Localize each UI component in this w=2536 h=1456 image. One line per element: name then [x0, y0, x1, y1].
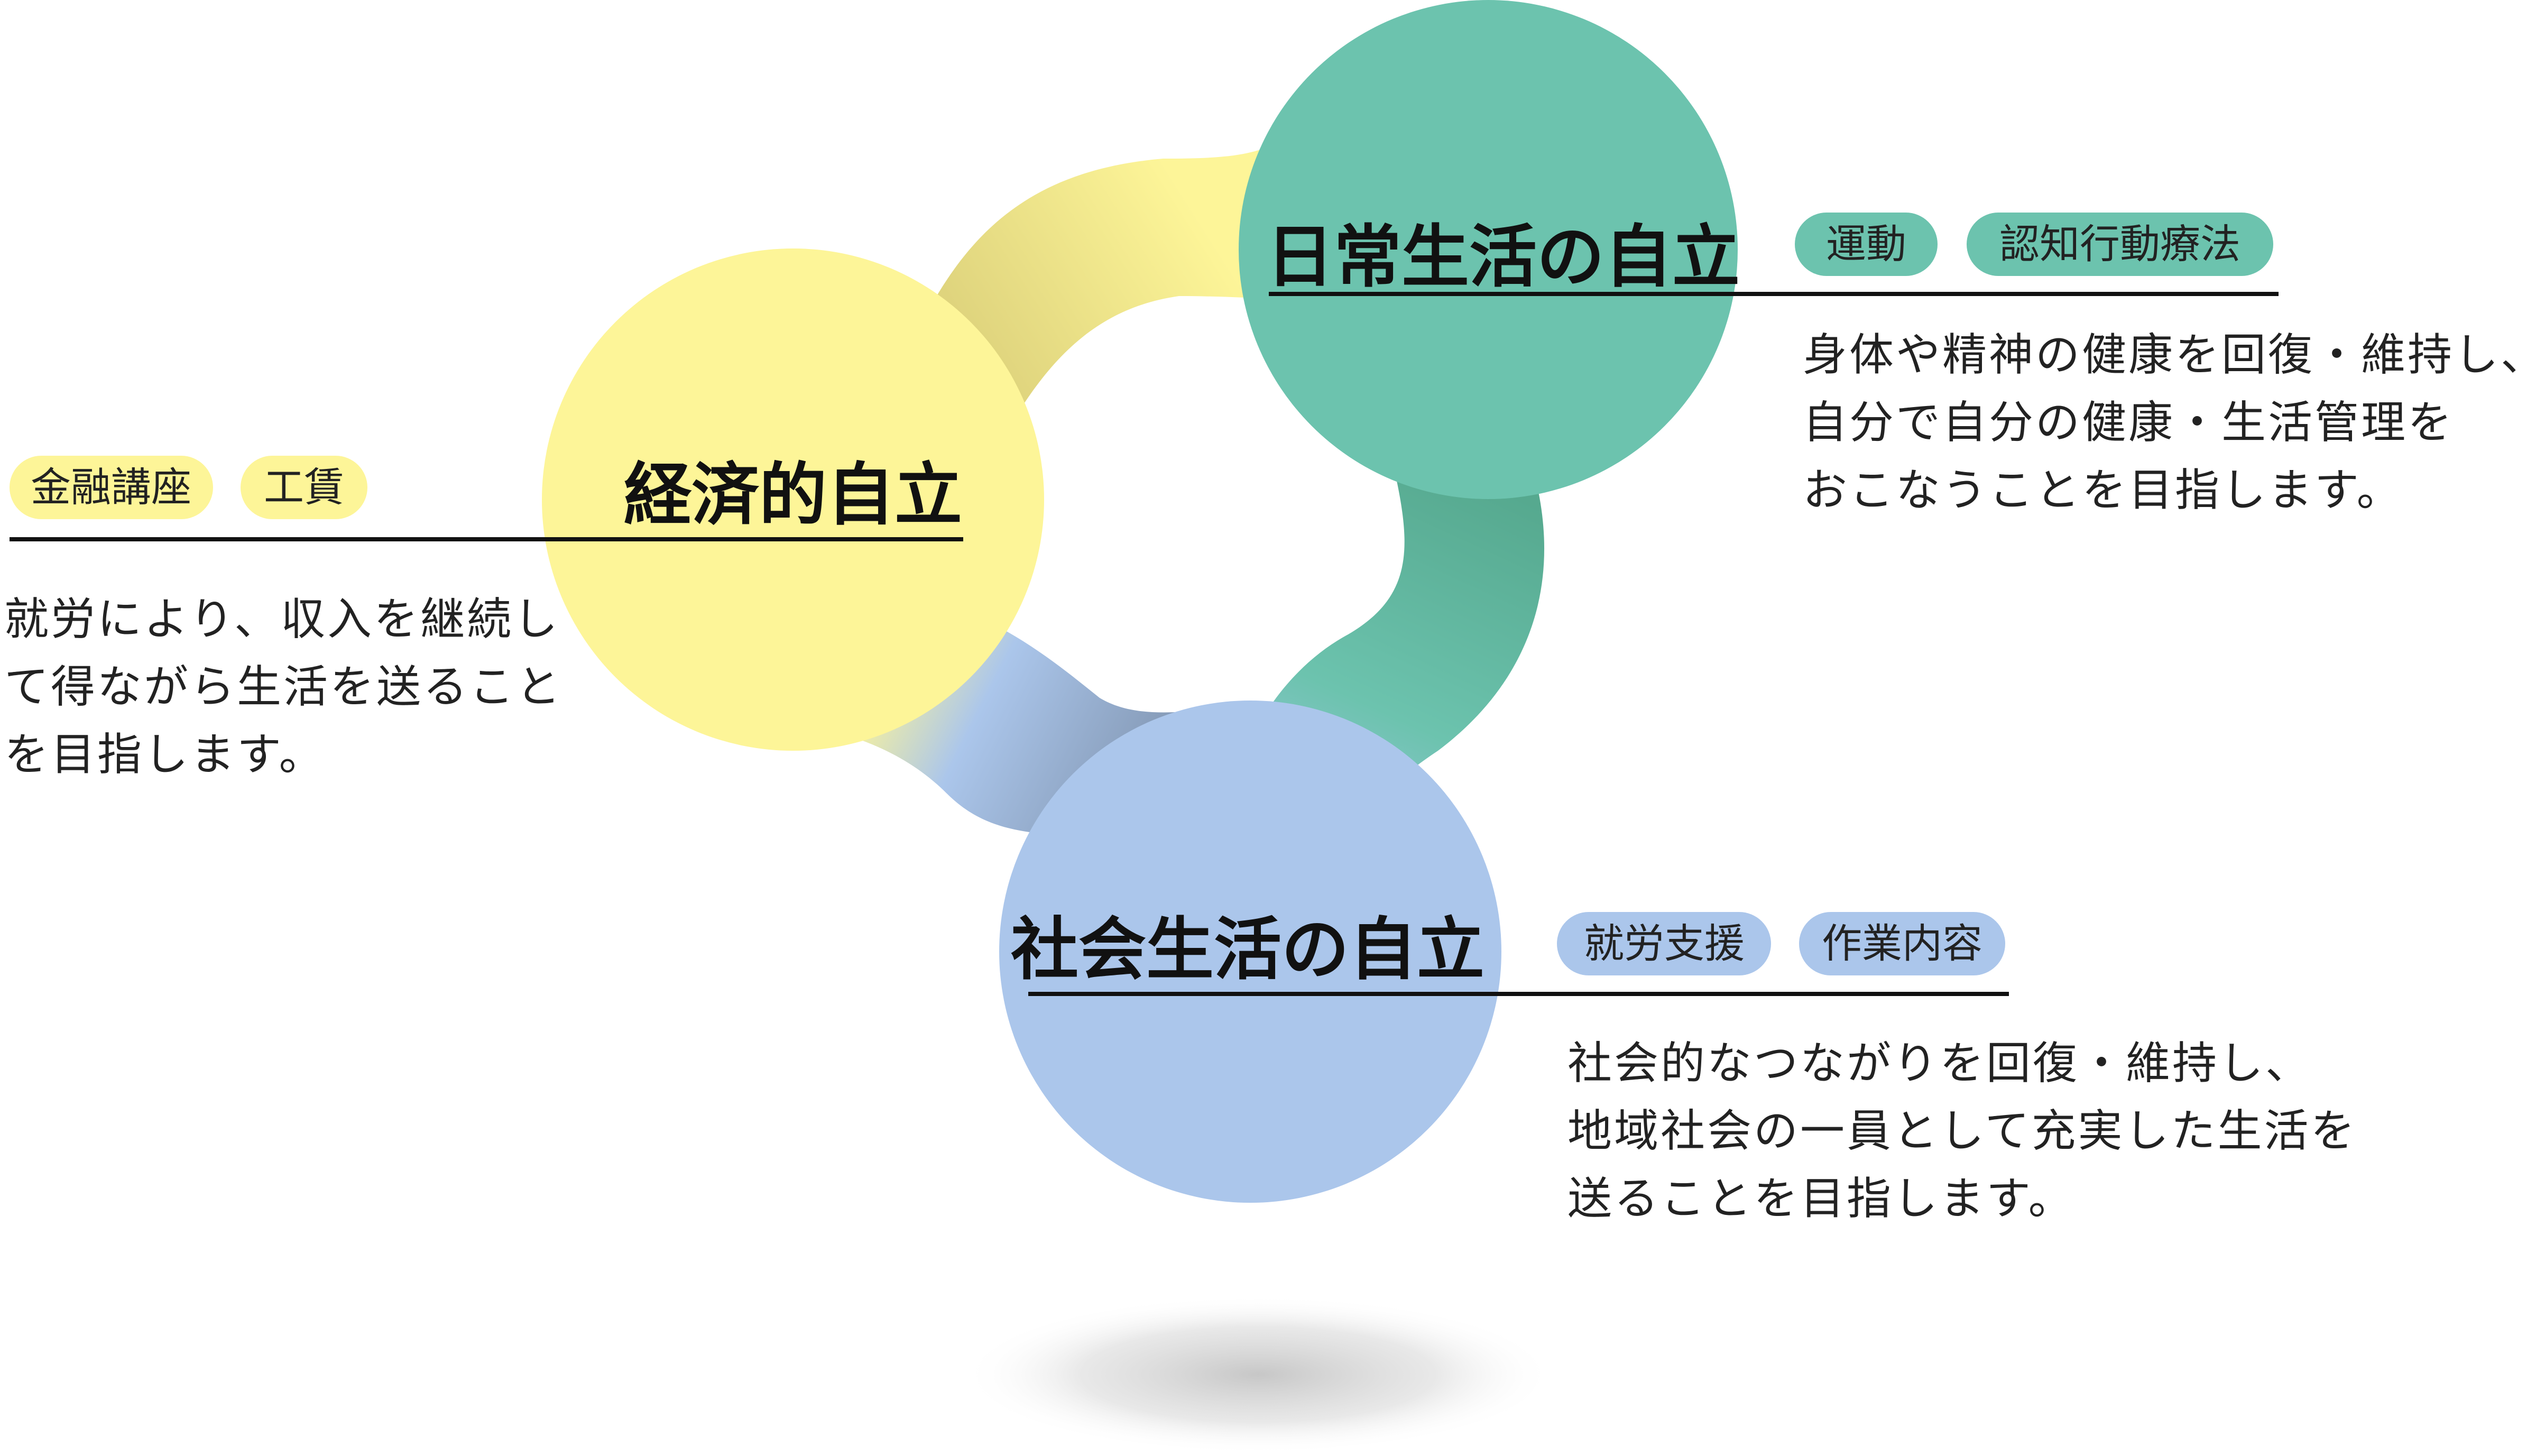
node-social-desc-2: 送ることを目指します。: [1567, 1173, 2075, 1224]
node-daily-tag-0: 運動: [1795, 213, 1938, 276]
node-daily-desc-1: 自分で自分の健康・生活管理を: [1803, 397, 2454, 448]
node-economic-tag-1: 工賃: [241, 456, 367, 519]
node-social: 社会生活の自立 就労支援 作業内容 社会的なつながりを回復・維持し、 地域社会の…: [1011, 910, 2357, 1224]
node-daily-desc-2: おこなうことを目指します。: [1803, 464, 2403, 516]
node-economic-desc-0: 就労により、収入を継続し: [4, 593, 560, 645]
node-economic-tag-0-label: 金融講座: [31, 464, 191, 511]
node-daily: 日常生活の自立 運動 認知行動療法 身体や精神の健康を回復・維持し、 自分で自分…: [1266, 213, 2536, 516]
node-social-desc-0: 社会的なつながりを回復・維持し、: [1567, 1037, 2312, 1089]
ground-shadow: [962, 1295, 1554, 1454]
node-daily-tag-1: 認知行動療法: [1967, 213, 2273, 276]
node-economic-tag-0: 金融講座: [10, 456, 213, 519]
node-social-circle: [999, 701, 1501, 1203]
node-social-tag-0: 就労支援: [1557, 912, 1771, 975]
node-daily-tag-1-label: 認知行動療法: [1999, 220, 2240, 268]
node-economic-circle: [542, 248, 1044, 751]
node-social-tag-1: 作業内容: [1799, 912, 2005, 975]
node-daily-circle: [1239, 0, 1738, 499]
node-economic-desc-2: を目指します。: [4, 729, 326, 780]
node-daily-desc-0: 身体や精神の健康を回復・維持し、: [1803, 329, 2536, 381]
node-economic-desc-1: て得ながら生活を送ること: [4, 661, 562, 713]
node-social-desc-1: 地域社会の一員として充実した生活を: [1567, 1105, 2357, 1157]
node-social-title: 社会生活の自立: [1011, 910, 1484, 989]
node-daily-tag-0-label: 運動: [1826, 220, 1906, 268]
node-social-tag-0-label: 就労支援: [1584, 920, 1745, 967]
node-economic-title: 経済的自立: [624, 456, 962, 535]
node-daily-title: 日常生活の自立: [1266, 218, 1740, 297]
node-social-tag-1-label: 作業内容: [1822, 920, 1982, 967]
node-economic-tag-1-label: 工賃: [264, 464, 344, 511]
node-economic: 経済的自立 金融講座 工賃 就労により、収入を継続し て得ながら生活を送ること …: [4, 456, 963, 780]
